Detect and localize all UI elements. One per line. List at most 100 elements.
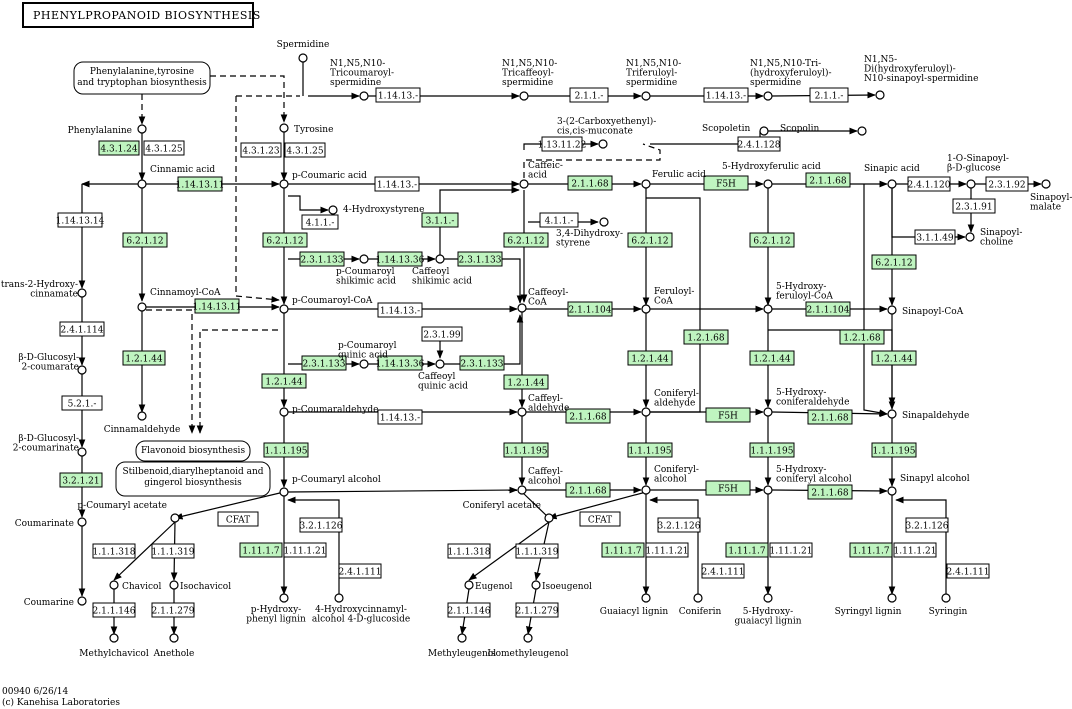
enzyme-box-e_111319a[interactable]: 1.1.1.319 bbox=[151, 543, 195, 559]
compound-node[interactable] bbox=[641, 91, 651, 101]
enzyme-box-e_211104b[interactable]: 2.1.1.104 bbox=[805, 301, 851, 317]
compound-node[interactable] bbox=[763, 91, 773, 101]
compound-node[interactable] bbox=[279, 123, 289, 133]
compound-tyrosine[interactable]: Tyrosine bbox=[279, 123, 333, 135]
enzyme-box-e_11121c[interactable]: 1.11.1.21 bbox=[769, 542, 813, 558]
compound-glucosylcoumarate[interactable]: β-D-Glucosyl-2-coumarate bbox=[18, 353, 87, 375]
compound-node[interactable] bbox=[359, 254, 369, 264]
compound-node[interactable] bbox=[544, 513, 554, 523]
compound-node[interactable] bbox=[169, 633, 179, 643]
enzyme-box-e_211279b[interactable]: 2.1.1.279 bbox=[515, 602, 559, 618]
compound-node[interactable] bbox=[137, 411, 147, 421]
compound-caffeylalcohol[interactable]: Caffeyl-alcohol bbox=[517, 467, 563, 495]
enzyme-box-e_11117d[interactable]: 1.11.1.7 bbox=[849, 542, 893, 558]
enzyme-box-e_1141311a[interactable]: 1.14.13.11 bbox=[176, 176, 225, 192]
compound-node[interactable] bbox=[169, 580, 179, 590]
enzyme-box-e_32121[interactable]: 3.2.1.21 bbox=[59, 472, 103, 488]
enzyme-box-e_1131122[interactable]: 1.13.11.22 bbox=[538, 136, 587, 152]
enzyme-box-e_111195a[interactable]: 1.1.1.195 bbox=[263, 442, 309, 458]
compound-node[interactable] bbox=[641, 304, 651, 314]
compound-eugenol[interactable]: Eugenol bbox=[464, 580, 513, 592]
compound-guaiacyllignin[interactable]: Guaiacyl lignin bbox=[600, 593, 669, 617]
enzyme-box-e_241114[interactable]: 2.4.1.114 bbox=[59, 321, 105, 337]
enzyme-box-e_23199[interactable]: 2.3.1.99 bbox=[421, 326, 463, 342]
enzyme-box-e_111195b[interactable]: 1.1.1.195 bbox=[503, 442, 549, 458]
compound-node[interactable] bbox=[457, 633, 467, 643]
compound-node[interactable] bbox=[334, 593, 344, 603]
compound-coumarinate[interactable]: Coumarinate bbox=[15, 517, 87, 529]
enzyme-box-e_f5ha[interactable]: F5H bbox=[703, 175, 749, 191]
compound-node[interactable] bbox=[887, 409, 897, 419]
compound-node[interactable] bbox=[77, 517, 87, 527]
compound-hydroxyferulic[interactable]: 5-Hydroxyferulic acid bbox=[722, 162, 821, 189]
compound-node[interactable] bbox=[517, 407, 527, 417]
compound-disinapoyl[interactable]: N1,N5-Di(hydroxyferuloyl)-N10-sinapoyl-s… bbox=[864, 55, 978, 100]
compound-node[interactable] bbox=[109, 633, 119, 643]
enzyme-box-e_21168d[interactable]: 2.1.1.68 bbox=[807, 409, 853, 425]
compound-phenylalanine[interactable]: Phenylalanine bbox=[68, 124, 147, 136]
enzyme-box-e_231133d[interactable]: 2.3.1.133 bbox=[459, 355, 505, 371]
compound-node[interactable] bbox=[763, 179, 773, 189]
compound-node[interactable] bbox=[693, 593, 703, 603]
compound-trihydroxyferuloyl[interactable]: N1,N5,N10-Tri-(hydroxyferuloyl)-spermidi… bbox=[750, 59, 832, 101]
enzyme-box-e_11121b[interactable]: 1.11.1.21 bbox=[645, 542, 689, 558]
enzyme-box-e_21168a[interactable]: 2.1.1.68 bbox=[567, 175, 613, 191]
enzyme-box-e_21168e[interactable]: 2.1.1.68 bbox=[565, 482, 611, 498]
enzyme-box-e_21168f[interactable]: 2.1.1.68 bbox=[807, 484, 853, 500]
compound-node[interactable] bbox=[887, 305, 897, 315]
enzyme-box-e_11117c[interactable]: 1.11.1.7 bbox=[725, 542, 769, 558]
compound-node[interactable] bbox=[279, 304, 289, 314]
compound-pcoumaraldehyde[interactable]: p-Coumaraldehyde bbox=[279, 405, 378, 417]
enzyme-box-e_241120[interactable]: 2.4.1.120 bbox=[907, 176, 951, 192]
compound-node[interactable] bbox=[279, 179, 289, 189]
compound-caffeoylcoa[interactable]: Caffeoyl-CoA bbox=[517, 288, 568, 313]
enzyme-box-e_43125[interactable]: 4.3.1.25 bbox=[143, 140, 185, 156]
enzyme-box-e_12144b[interactable]: 1.2.1.44 bbox=[627, 350, 673, 366]
enzyme-box-e_121168a[interactable]: 1.2.1.68 bbox=[683, 329, 729, 345]
compound-node[interactable] bbox=[137, 302, 147, 312]
compound-methyleugenol[interactable]: Methyleugenol bbox=[428, 633, 496, 659]
compound-node[interactable] bbox=[77, 447, 87, 457]
compound-pcoumaroylcoa[interactable]: p-Coumaroyl-CoA bbox=[279, 296, 373, 314]
enzyme-box-e_11121a[interactable]: 1.11.1.21 bbox=[283, 542, 327, 558]
compound-isochavicol[interactable]: Isochavicol bbox=[169, 580, 231, 592]
compound-node[interactable] bbox=[641, 179, 651, 189]
compound-node[interactable] bbox=[109, 580, 119, 590]
compound-tricoumaroyl[interactable]: N1,N5,N10-Tricoumaroyl-spermidine bbox=[330, 59, 394, 101]
enzyme-box-e_12144d[interactable]: 1.2.1.44 bbox=[871, 350, 917, 366]
enzyme-box-e_31149[interactable]: 3.1.1.49 bbox=[914, 229, 956, 245]
enzyme-box-e_12144a[interactable]: 1.2.1.44 bbox=[122, 350, 166, 366]
enzyme-box-e_12144c[interactable]: 1.2.1.44 bbox=[749, 350, 795, 366]
compound-coumarine[interactable]: Coumarine bbox=[24, 596, 87, 608]
compound-node[interactable] bbox=[435, 254, 445, 264]
enzyme-box-e_2391[interactable]: 2.3.1.91 bbox=[952, 198, 996, 214]
enzyme-box-e_23192[interactable]: 2.3.1.92 bbox=[985, 176, 1029, 192]
enzyme-box-e_521[interactable]: 5.2.1.- bbox=[61, 395, 103, 411]
compound-syringyllignin[interactable]: Syringyl lignin bbox=[835, 593, 902, 617]
enzyme-box-e_f5hb[interactable]: F5H bbox=[705, 407, 751, 423]
compound-node[interactable] bbox=[137, 124, 147, 134]
enzyme-box-e_231133c[interactable]: 2.3.1.133 bbox=[301, 355, 347, 371]
enzyme-box-e_12144f[interactable]: 1.2.1.44 bbox=[503, 374, 549, 390]
compound-phydroxyphenyllignin[interactable]: p-Hydroxy-phenyl lignin bbox=[246, 593, 306, 625]
enzyme-box-e_211146a[interactable]: 2.1.1.146 bbox=[92, 602, 136, 618]
enzyme-box-e_211279a[interactable]: 2.1.1.279 bbox=[151, 602, 195, 618]
compound-scopolin[interactable]: Scopolin bbox=[780, 124, 867, 136]
compound-pcoumarylalcohol[interactable]: p-Coumaryl alcohol bbox=[279, 475, 381, 497]
compound-node[interactable] bbox=[77, 288, 87, 298]
compound-isomethyleugenol[interactable]: Isomethyleugenol bbox=[487, 633, 569, 659]
enzyme-box-e_cfatb[interactable]: CFAT bbox=[579, 511, 621, 527]
compound-sinapoylcholine[interactable]: Sinapoyl-choline bbox=[965, 228, 1022, 248]
compound-sinapaldehyde[interactable]: Sinapaldehyde bbox=[887, 409, 969, 421]
enzyme-box-e_411b[interactable]: 4.1.1.- bbox=[539, 212, 579, 228]
compound-node[interactable] bbox=[887, 593, 897, 603]
compound-node[interactable] bbox=[857, 126, 867, 136]
compound-node[interactable] bbox=[965, 232, 975, 242]
enzyme-box-e_231133b[interactable]: 2.3.1.133 bbox=[457, 251, 503, 267]
compound-cinnamaldehyde[interactable]: Cinnamaldehyde bbox=[104, 411, 181, 435]
